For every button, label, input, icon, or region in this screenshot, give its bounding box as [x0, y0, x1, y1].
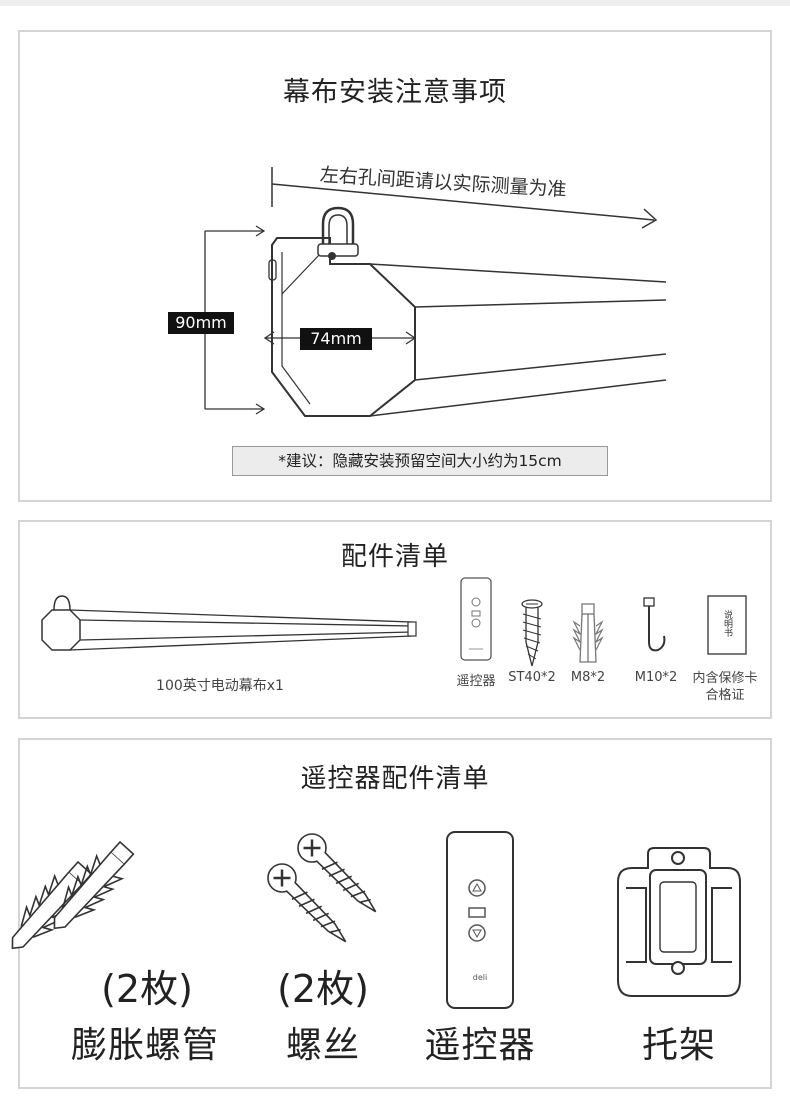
anchor-qty: (2枚): [101, 967, 193, 1011]
hook-icon: [321, 206, 355, 254]
top-strip: [0, 0, 790, 6]
install-notes-title: 幕布安装注意事项: [283, 77, 507, 108]
remote-parts-title: 遥控器配件清单: [300, 764, 490, 794]
bracket-icon: [617, 847, 741, 997]
parts-list-title: 配件清单: [340, 542, 449, 572]
manual-card-icon: [707, 595, 747, 655]
manual-text: 说明书: [722, 610, 732, 637]
spacing-arrow-head: [641, 208, 658, 229]
screen-label: 100英寸电动幕布x1: [156, 678, 284, 694]
screw-qty: (2枚): [277, 967, 369, 1011]
part-label-m10: M10*2: [634, 670, 678, 685]
remote-parts-panel: 遥控器配件清单: [11, 738, 772, 1089]
height-dimension-label: 90mm: [168, 312, 234, 334]
part-label-warranty: 内含保修卡 合格证: [692, 671, 758, 703]
expansion-anchor-icon: [11, 840, 135, 950]
st40-screw-icon: [521, 599, 543, 667]
anchor-name: 膨胀螺管: [70, 1025, 219, 1066]
part-label-remote: 遥控器: [456, 674, 496, 689]
screen-profile-diagram: [204, 167, 667, 417]
m8-anchor-icon: [572, 603, 604, 663]
bracket-name: 托架: [641, 1025, 716, 1066]
remote-brand-logo: deli: [472, 973, 488, 982]
remote-control-small-icon: [460, 577, 492, 661]
screw-icon: [267, 833, 377, 943]
part-label-st40: ST40*2: [508, 670, 556, 685]
remote-name: 遥控器: [424, 1025, 536, 1066]
end-cap-outline: [271, 237, 416, 417]
install-suggestion-note: *建议：隐藏安装预留空间大小约为15cm: [232, 446, 608, 476]
parts-illustrations: [41, 577, 747, 667]
parts-list-panel: 配件清单: [18, 520, 772, 719]
remote-parts-illustrations: [11, 831, 741, 1009]
part-label-m8: M8*2: [570, 670, 606, 685]
remote-control-icon: [446, 831, 514, 1009]
width-dimension-label: 74mm: [300, 328, 372, 350]
m10-hook-icon: [643, 597, 666, 652]
install-notes-panel: 幕布安装注意事项 左右孔间距请以实际测量为准 90mm 74mm: [18, 30, 772, 502]
screw-name: 螺丝: [285, 1025, 360, 1066]
screen-tube-icon: [41, 595, 417, 651]
spacing-arrow-line: [271, 183, 655, 221]
